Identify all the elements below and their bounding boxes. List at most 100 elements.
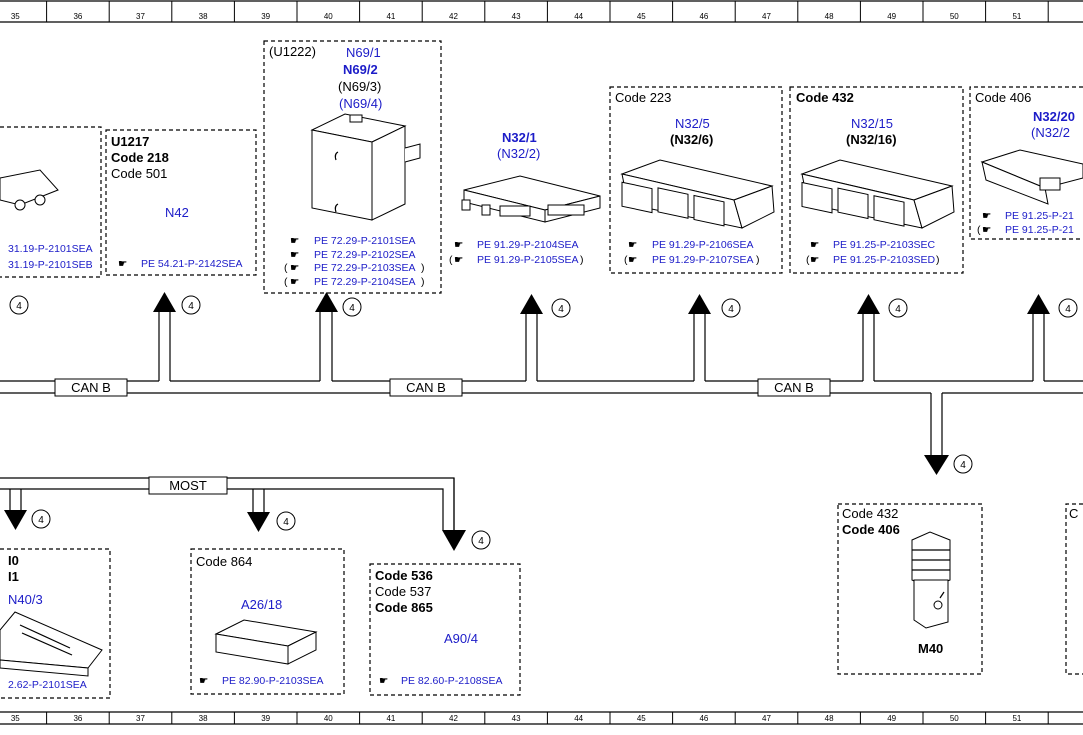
module-code: Code 406 [975, 90, 1031, 105]
ref-link[interactable]: PE 91.29-P-2105SEA [477, 254, 579, 266]
connector-marker: 4 [728, 304, 734, 315]
ref-link[interactable]: PE 72.29-P-2103SEA [314, 262, 416, 274]
hand-pointer-icon: ☛ [454, 239, 463, 251]
connector-marker: 4 [960, 460, 966, 471]
top-ruler-label: 42 [449, 12, 458, 21]
ref-link[interactable]: PE 82.60-P-2108SEA [401, 675, 503, 687]
ref-link[interactable]: PE 72.29-P-2101SEA [314, 235, 416, 247]
control-unit-icon [214, 619, 318, 665]
bottom-ruler-label: 44 [574, 714, 583, 723]
top-ruler-label: 48 [825, 12, 834, 21]
module-code: Code 536 [375, 568, 433, 583]
module-n32-15: Code 432 N32/15 (N32/16) ☛ PE 91.25-P-21… [789, 86, 964, 274]
control-unit-icon [980, 149, 1083, 205]
ecu-connector-icon [620, 159, 775, 229]
svg-text:(: ( [284, 276, 288, 288]
bottom-ruler-label: 39 [261, 714, 270, 723]
hand-pointer-icon: ☛ [982, 210, 991, 222]
ref-link[interactable]: PE 72.29-P-2102SEA [314, 249, 416, 261]
bottom-ruler-label: 40 [324, 714, 333, 723]
top-ruler-label: 40 [324, 12, 333, 21]
top-ruler-label: 41 [386, 12, 395, 21]
ref-link[interactable]: PE 82.90-P-2103SEA [222, 675, 324, 687]
hand-pointer-icon: ☛ [290, 235, 299, 247]
module-name: M40 [918, 641, 943, 656]
arrow-down-icon [442, 530, 466, 551]
top-ruler-label: 36 [73, 12, 82, 21]
connector-marker: 4 [349, 303, 355, 314]
module-left-cut: 31.19-P-2101SEA 31.19-P-2101SEB [0, 126, 102, 278]
hand-pointer-icon: ☛ [628, 254, 637, 266]
can-b-label-3: CAN B [774, 380, 814, 395]
ref-link[interactable]: PE 91.25-P-21 [1005, 210, 1074, 222]
top-ruler-label: 45 [637, 12, 646, 21]
svg-text:): ) [580, 254, 584, 266]
ref-link[interactable]: PE 91.29-P-2107SEA [652, 254, 754, 266]
can-bus: CAN B CAN B CAN B [0, 378, 1083, 397]
module-code: Code 864 [196, 554, 252, 569]
hand-pointer-icon: ☛ [199, 675, 208, 687]
module-code: I0 [8, 553, 19, 568]
module-n42: U1217 Code 218 Code 501 N42 ☛ PE 54.21-P… [105, 129, 257, 276]
svg-text:): ) [421, 276, 425, 288]
top-ruler-label: 37 [136, 12, 145, 21]
module-code: (U1222) [269, 44, 316, 59]
connector-marker: 4 [558, 304, 564, 315]
svg-text:(: ( [284, 262, 288, 274]
top-ruler-label: 51 [1012, 12, 1021, 21]
ref-link[interactable]: 2.62-P-2101SEA [8, 679, 87, 691]
control-unit-icon [0, 169, 59, 211]
connector-marker: 4 [895, 304, 901, 315]
arrow-up-icon [315, 292, 338, 312]
module-code: Code 432 [796, 90, 854, 105]
top-ruler-label: 44 [574, 12, 583, 21]
module-name: (N32/6) [670, 132, 713, 147]
connector-marker: 4 [16, 301, 22, 312]
arrow-up-icon [1027, 294, 1050, 314]
arrow-down-icon [247, 512, 270, 532]
hand-pointer-icon: ☛ [982, 224, 991, 236]
ref-link[interactable]: PE 91.25-P-2103SED [833, 254, 936, 266]
module-name: (N32/2) [497, 146, 540, 161]
hand-pointer-icon: ☛ [454, 254, 463, 266]
connector-marker: 4 [188, 301, 194, 312]
ref-link[interactable]: PE 91.25-P-21 [1005, 224, 1074, 236]
bottom-ruler-label: 50 [950, 714, 959, 723]
module-right-cut: C [1065, 503, 1083, 675]
ref-link[interactable]: 31.19-P-2101SEA [8, 243, 93, 255]
hand-pointer-icon: ☛ [118, 258, 127, 270]
ref-link[interactable]: PE 91.25-P-2103SEC [833, 239, 936, 251]
module-code: Code 218 [111, 150, 169, 165]
module-code: Code 537 [375, 584, 431, 599]
ref-link[interactable]: PE 72.29-P-2104SEA [314, 276, 416, 288]
module-code: U1217 [111, 134, 149, 149]
bottom-ruler-label: 37 [136, 714, 145, 723]
connector-markers: 4 4 4 4 4 4 4 4 4 4 4 [9, 295, 1078, 550]
module-name: A26/18 [241, 597, 282, 612]
module-name: N40/3 [8, 592, 43, 607]
bottom-ruler-label: 49 [887, 714, 896, 723]
module-code: Code 432 [842, 506, 898, 521]
can-b-label-2: CAN B [406, 380, 446, 395]
hand-pointer-icon: ☛ [290, 276, 299, 288]
ref-link[interactable]: 31.19-P-2101SEB [8, 259, 93, 271]
ref-link[interactable]: PE 54.21-P-2142SEA [141, 258, 243, 270]
svg-text:): ) [756, 254, 760, 266]
top-ruler-label: 39 [261, 12, 270, 21]
module-name: (N32/16) [846, 132, 897, 147]
ref-link[interactable]: PE 91.29-P-2106SEA [652, 239, 754, 251]
ref-link[interactable]: PE 91.29-P-2104SEA [477, 239, 579, 251]
module-n32-1: N32/1 (N32/2) ☛ PE 91.29-P-2104SEA ( ☛ P… [449, 130, 601, 266]
top-ruler-label: 43 [512, 12, 521, 21]
module-code: Code 223 [615, 90, 671, 105]
control-unit-icon [0, 611, 103, 677]
bottom-ruler-label: 43 [512, 714, 521, 723]
bottom-ruler-label: 48 [825, 714, 834, 723]
module-code: Code 865 [375, 600, 433, 615]
module-name: N32/15 [851, 116, 893, 131]
arrow-down-icon [4, 510, 27, 530]
module-m40: Code 432 Code 406 M40 [837, 503, 983, 675]
